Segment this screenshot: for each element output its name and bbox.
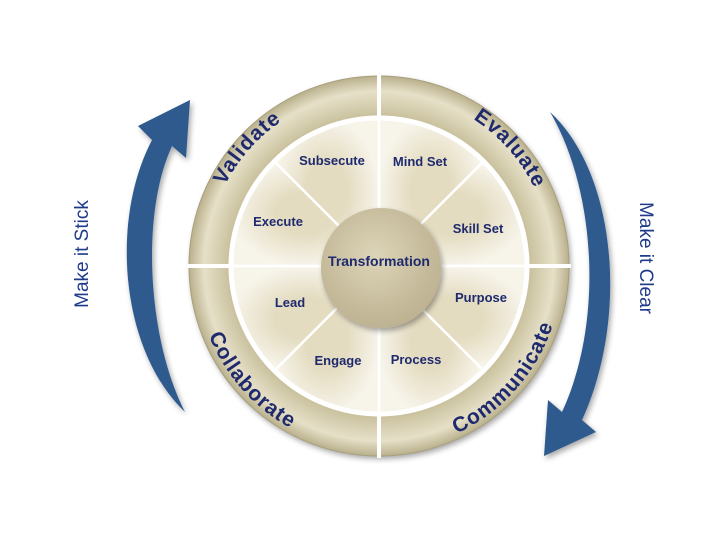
segment-label-skill-set: Skill Set xyxy=(453,221,504,236)
make-it-clear-arrow xyxy=(544,112,611,456)
segment-label-engage: Engage xyxy=(315,353,362,368)
segment-label-lead: Lead xyxy=(275,295,305,310)
segment-label-process: Process xyxy=(391,352,442,367)
segment-label-purpose: Purpose xyxy=(455,290,507,305)
make-it-stick-arrow xyxy=(126,100,190,412)
segment-label-execute: Execute xyxy=(253,214,303,229)
make-it-stick-label: Make it Stick xyxy=(72,200,93,308)
center-hub: Transformation xyxy=(321,208,441,328)
ring-dividers xyxy=(187,74,571,458)
make-it-clear-label: Make it Clear xyxy=(635,202,656,315)
segment-label-mind-set: Mind Set xyxy=(393,154,448,169)
segment-labels: Mind Set Skill Set Purpose Process Engag… xyxy=(253,153,507,368)
center-label: Transformation xyxy=(328,253,430,269)
segment-label-subsecute: Subsecute xyxy=(299,153,365,168)
